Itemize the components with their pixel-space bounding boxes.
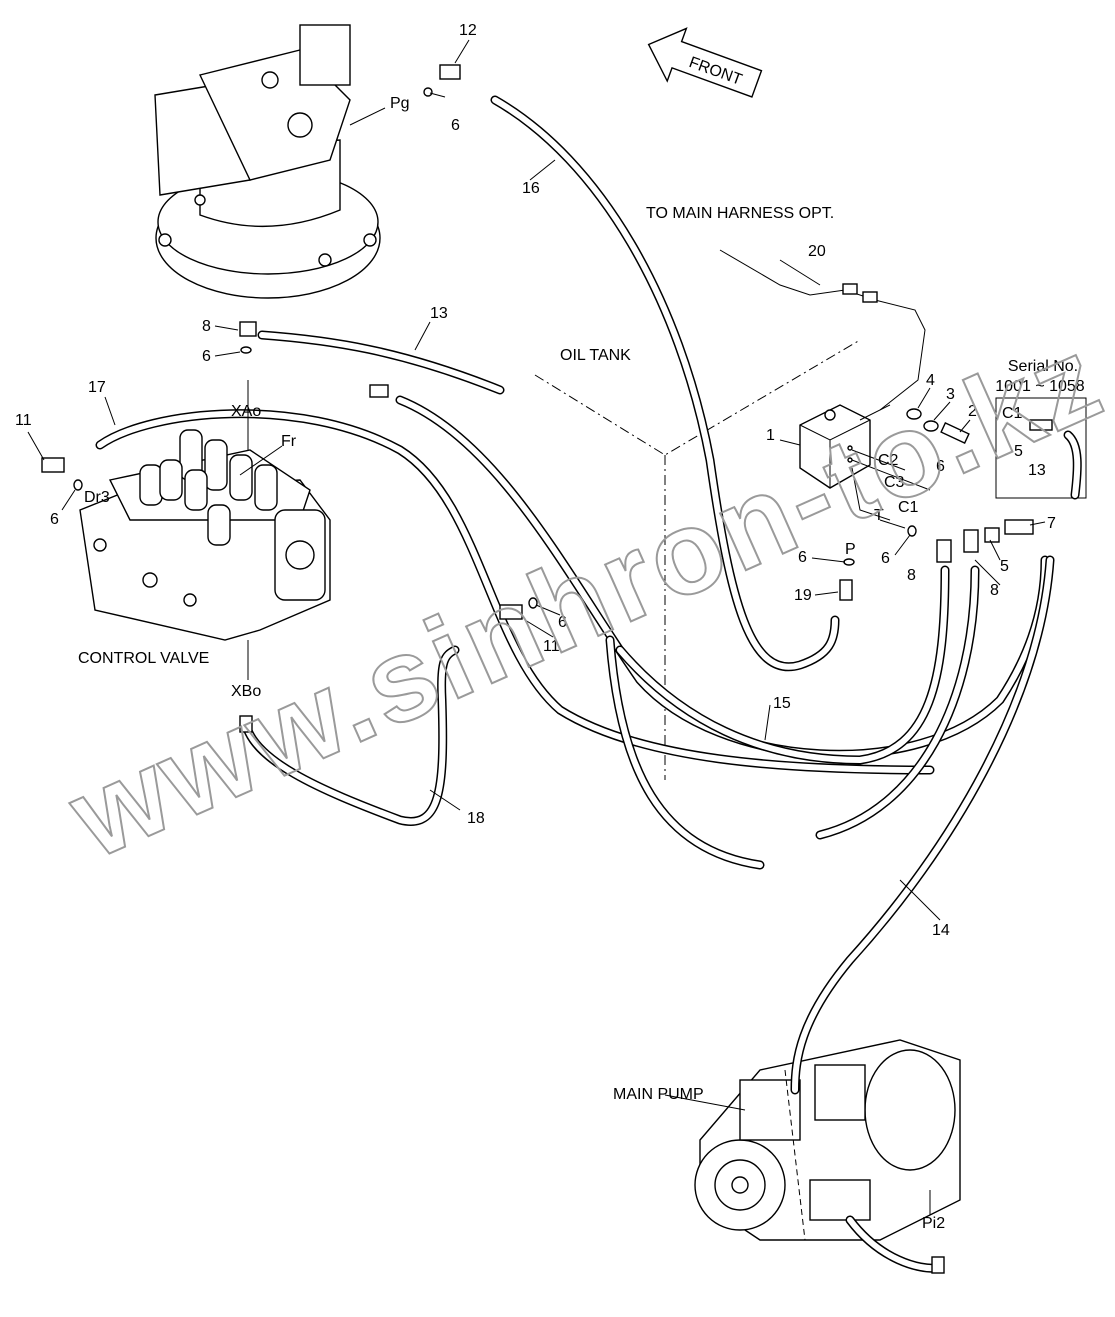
- callout-18: 18: [467, 810, 485, 827]
- hose-16: [490, 95, 840, 672]
- callout-3: 3: [946, 386, 955, 403]
- callout-6a: 6: [451, 117, 460, 134]
- port-pi2: Pi2: [922, 1215, 945, 1232]
- callout-17: 17: [88, 379, 106, 396]
- port-xbo: XBo: [231, 683, 261, 700]
- serial-number-inset: Serial No. 1001 ~ 1058 C1 5 13: [995, 358, 1087, 500]
- callout-11b: 11: [543, 638, 560, 655]
- callout-6e: 6: [936, 458, 945, 475]
- hose-return: [605, 565, 980, 870]
- fitting-11: [41, 457, 65, 473]
- fitting-8b: [963, 529, 979, 553]
- fitting-7: [1004, 519, 1034, 535]
- port-pg: Pg: [390, 95, 410, 112]
- swing-motor: [154, 24, 381, 299]
- callout-11a: 11: [15, 412, 32, 429]
- oil-tank-outline: [534, 339, 861, 780]
- port-c3: C3: [884, 474, 905, 491]
- fitting-xbo: [239, 715, 253, 733]
- callout-14: 14: [932, 922, 950, 939]
- callout-16: 16: [522, 180, 540, 197]
- callout-2: 2: [968, 403, 977, 420]
- oil-tank-label: OIL TANK: [560, 347, 631, 364]
- main-pump: [694, 1039, 961, 1241]
- callout-6d: 6: [558, 614, 567, 631]
- callout-6b: 6: [202, 348, 211, 365]
- callout-6c: 6: [50, 511, 59, 528]
- fitting-pi2: [931, 1256, 945, 1274]
- inset-label-13: 13: [1028, 462, 1046, 479]
- callout-8a: 8: [202, 318, 211, 335]
- inset-label-c1: C1: [1002, 405, 1023, 422]
- harness-wire: [719, 249, 926, 411]
- harness-connector: [862, 291, 878, 303]
- port-p: P: [845, 541, 856, 558]
- port-dr3: Dr3: [84, 489, 110, 506]
- fitting-5: [984, 527, 1000, 543]
- callout-8b: 8: [907, 567, 916, 584]
- port-c1: C1: [898, 499, 919, 516]
- callout-6f: 6: [798, 549, 807, 566]
- port-t: T: [874, 507, 884, 524]
- fitting-8a: [936, 539, 952, 563]
- port-fr: Fr: [281, 433, 297, 450]
- callout-13: 13: [430, 305, 448, 322]
- fitting-19: [839, 579, 853, 601]
- callout-12: 12: [459, 22, 477, 39]
- port-xao: XAo: [231, 403, 261, 420]
- serial-range: 1001 ~ 1058: [995, 378, 1085, 395]
- hose-17: [95, 409, 935, 775]
- serial-title: Serial No.: [1008, 358, 1078, 375]
- inset-label-5: 5: [1014, 443, 1023, 460]
- callout-1: 1: [766, 427, 775, 444]
- main-pump-label: MAIN PUMP: [613, 1086, 704, 1103]
- solenoid-stacks: [139, 429, 278, 546]
- fittings: [41, 64, 1034, 1274]
- leader-lines: [27, 39, 1046, 1215]
- fitting-11b: [499, 604, 523, 620]
- hose-14: [790, 555, 1055, 1095]
- callouts: 1 2 3 4 5 6 6 6 6 6 6 6 7 8 8 8 11 11 12…: [15, 22, 1056, 939]
- fitting-fr: [369, 384, 389, 398]
- callout-6g: 6: [881, 550, 890, 567]
- hose-18: [240, 645, 460, 826]
- callout-8c: 8: [990, 582, 999, 599]
- callout-15: 15: [773, 695, 791, 712]
- callout-7: 7: [1047, 515, 1056, 532]
- block-1: [799, 404, 970, 521]
- fitting-8: [239, 321, 257, 337]
- control-valve-label: CONTROL VALVE: [78, 650, 209, 667]
- callout-5: 5: [1000, 558, 1009, 575]
- front-arrow: FRONT: [647, 27, 763, 98]
- hose-13: [257, 330, 505, 395]
- harness-label: TO MAIN HARNESS OPT.: [646, 205, 834, 222]
- callout-19: 19: [794, 587, 812, 604]
- control-valve: [79, 429, 331, 641]
- port-c2: C2: [878, 452, 899, 469]
- callout-4: 4: [926, 372, 935, 389]
- hose-pi2: [845, 1215, 942, 1273]
- callout-20: 20: [808, 243, 826, 260]
- fitting-12: [439, 64, 461, 80]
- harness-connector: [842, 283, 858, 295]
